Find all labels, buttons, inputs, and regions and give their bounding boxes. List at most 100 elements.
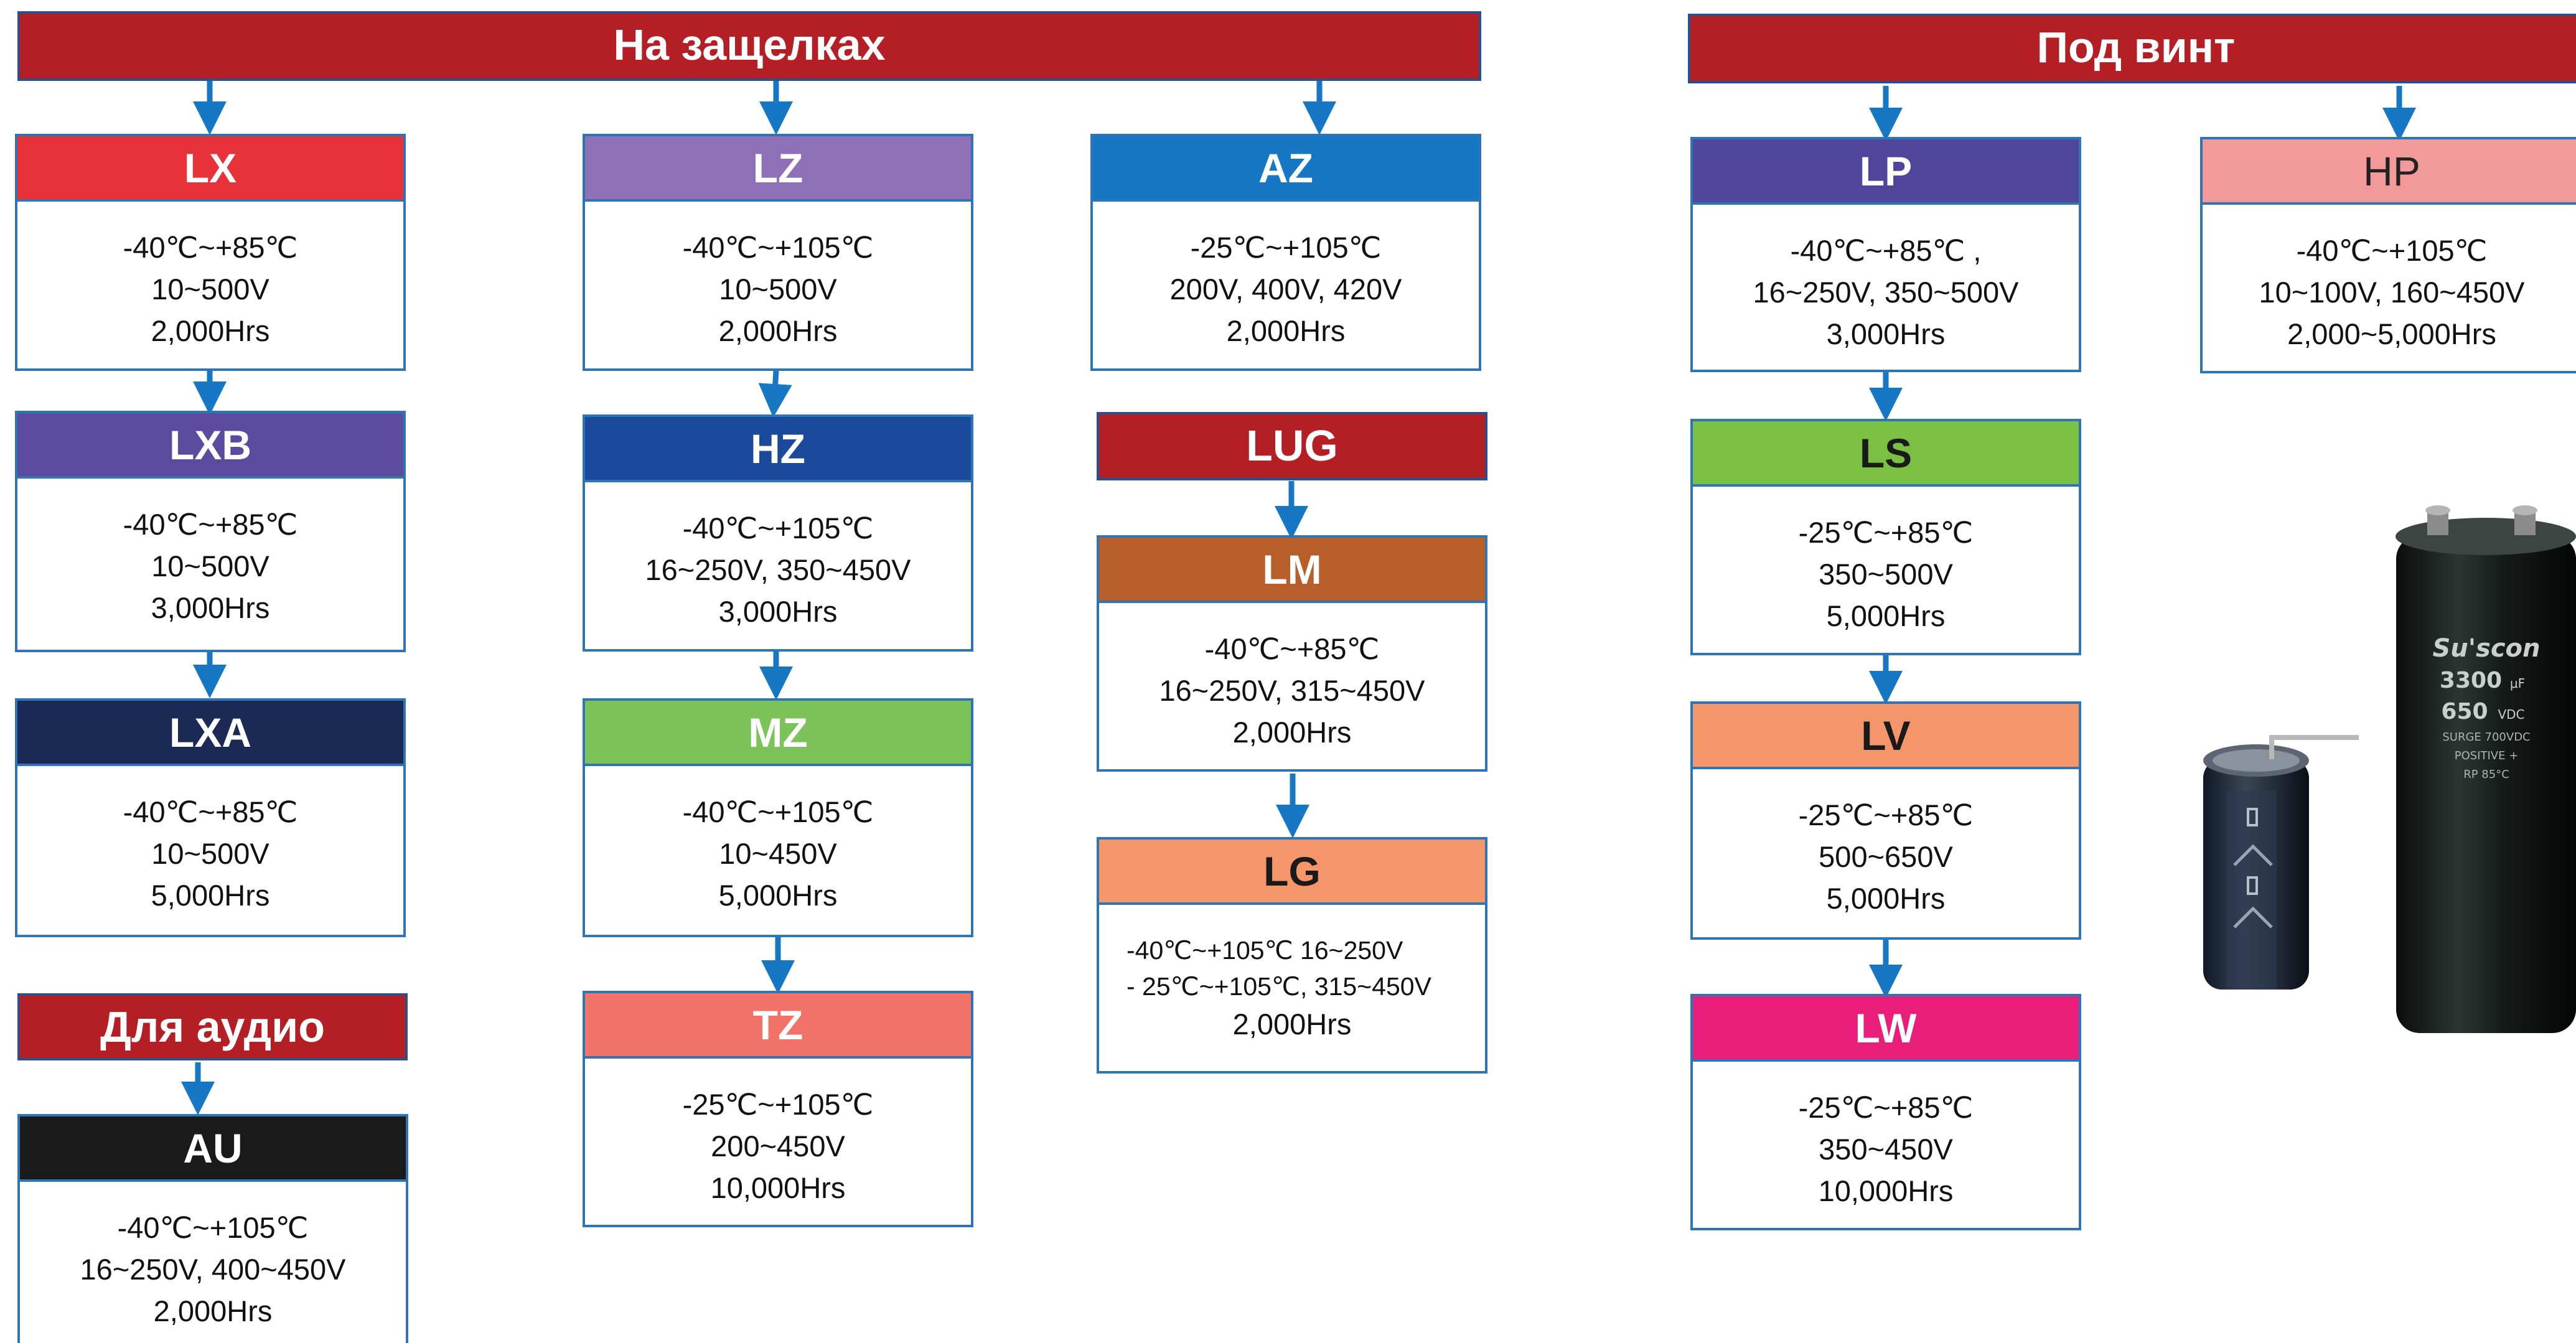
lifetime: 2,000Hrs [718,314,838,347]
lifetime: 2,000Hrs [1232,1008,1352,1041]
lifetime: 10,000Hrs [710,1171,846,1204]
voltage-range: 10~500V [151,837,269,870]
temp-range: -40℃~+105℃ [682,231,874,264]
temp-range: -40℃~+105℃ [2296,234,2488,267]
temp-range: -25℃~+105℃ [682,1088,874,1121]
capacitor-photo: Su'scon 3300 μF 650 VDC SURGE 700VDC POS… [2203,505,2576,1033]
photo-surge-text: SURGE 700VDC [2442,731,2530,744]
small-capacitor [2203,735,2359,990]
series-name: LXA [17,701,403,766]
series-card-hp: HP -40℃~+105℃ 10~100V, 160~450V 2,000~5,… [2200,137,2576,373]
photo-voltage-unit: VDC [2498,707,2524,722]
temp-voltage-range-1: -40℃~+105℃ 16~250V [1126,936,1403,965]
lifetime: 2,000Hrs [153,1294,273,1327]
series-name: LW [1693,996,2079,1062]
series-name: AZ [1093,136,1479,202]
series-specs: -40℃~+85℃ 10~500V 3,000Hrs [17,479,403,629]
series-name: LP [1693,139,2079,205]
series-card-lxa: LXA -40℃~+85℃ 10~500V 5,000Hrs [15,698,406,937]
series-specs: -40℃~+85℃ 10~500V 2,000Hrs [17,202,403,352]
series-specs: -40℃~+105℃ 16~250V, 350~450V 3,000Hrs [585,482,971,632]
voltage-range: 10~450V [719,837,837,870]
voltage-range: 16~250V, 350~500V [1753,276,2019,309]
lifetime: 3,000Hrs [718,595,838,628]
lifetime: 2,000Hrs [1232,716,1352,749]
series-card-hz: HZ -40℃~+105℃ 16~250V, 350~450V 3,000Hrs [583,414,973,652]
voltage-range: 500~650V [1819,840,1953,873]
series-name: HP [2203,139,2576,205]
group-banner-label: Для аудио [100,1003,325,1051]
series-specs: -25℃~+105℃ 200~450V 10,000Hrs [585,1059,971,1209]
lifetime: 5,000Hrs [1826,599,1946,632]
series-name: MZ [585,701,971,766]
temp-range: -40℃~+85℃ [123,795,298,828]
series-specs: -25℃~+85℃ 350~450V 10,000Hrs [1693,1062,2079,1212]
photo-temp-text: RP 85°C [2463,768,2509,781]
photo-voltage-text: 650 [2441,699,2488,724]
voltage-range: 16~250V, 350~450V [645,553,911,586]
series-card-az: AZ -25℃~+105℃ 200V, 400V, 420V 2,000Hrs [1090,134,1481,371]
lifetime: 2,000Hrs [151,314,270,347]
large-capacitor: Su'scon 3300 μF 650 VDC SURGE 700VDC POS… [2396,505,2576,1033]
temp-range: -40℃~+105℃ [682,512,874,545]
lifetime: 5,000Hrs [718,879,838,912]
arrow-lz-hz [758,370,792,418]
series-specs: -40℃~+105℃ 10~500V 2,000Hrs [585,202,971,352]
series-specs: -40℃~+105℃ 10~100V, 160~450V 2,000~5,000… [2203,205,2576,355]
lifetime: 3,000Hrs [151,591,270,624]
temp-range: -40℃~+85℃ [123,231,298,264]
series-card-lv: LV -25℃~+85℃ 500~650V 5,000Hrs [1690,701,2081,940]
series-specs: -40℃~+85℃ 16~250V, 315~450V 2,000Hrs [1099,603,1485,753]
series-card-lx: LX -40℃~+85℃ 10~500V 2,000Hrs [15,134,406,371]
series-specs: -40℃~+105℃ 16~250V - 25℃~+105℃, 315~450V… [1099,905,1485,1044]
voltage-range: 350~450V [1819,1133,1953,1166]
group-banner-label: LUG [1246,421,1338,470]
lifetime: 10,000Hrs [1818,1174,1954,1207]
temp-range: -40℃~+105℃ [682,795,874,828]
series-card-ls: LS -25℃~+85℃ 350~500V 5,000Hrs [1690,419,2081,655]
voltage-range: 350~500V [1819,558,1953,591]
voltage-range: 16~250V, 315~450V [1159,674,1425,707]
series-specs: -40℃~+105℃ 16~250V, 400~450V 2,000Hrs [20,1182,406,1332]
series-card-lz: LZ -40℃~+105℃ 10~500V 2,000Hrs [583,134,973,371]
series-name: LG [1099,840,1485,905]
voltage-range: 10~500V [151,550,269,583]
photo-brand-text: Su'scon [2432,634,2540,663]
series-name: LX [17,136,403,202]
temp-range: -40℃~+85℃ [1204,632,1380,665]
group-banner-lug: LUG [1097,412,1487,480]
series-card-tz: TZ -25℃~+105℃ 200~450V 10,000Hrs [583,991,973,1227]
group-banner-label: Под винт [2036,23,2236,72]
lifetime: 5,000Hrs [151,879,270,912]
temp-range: -40℃~+85℃ , [1790,234,1982,267]
photo-capacitance-unit: μF [2510,676,2525,691]
lifetime: 3,000Hrs [1826,317,1946,350]
series-specs: -25℃~+85℃ 350~500V 5,000Hrs [1693,487,2079,637]
voltage-range: 200V, 400V, 420V [1169,273,1402,306]
series-name: LXB [17,413,403,479]
series-specs: -40℃~+105℃ 10~450V 5,000Hrs [585,766,971,916]
series-card-lp: LP -40℃~+85℃ , 16~250V, 350~500V 3,000Hr… [1690,137,2081,372]
photo-polarity-text: POSITIVE + [2455,749,2519,762]
series-card-lg: LG -40℃~+105℃ 16~250V - 25℃~+105℃, 315~4… [1097,837,1487,1074]
group-banner-audio: Для аудио [17,993,408,1060]
series-name: LZ [585,136,971,202]
series-specs: -40℃~+85℃ 10~500V 5,000Hrs [17,766,403,916]
series-name: LM [1099,538,1485,603]
voltage-range: 10~500V [151,273,269,306]
series-card-au: AU -40℃~+105℃ 16~250V, 400~450V 2,000Hrs [17,1114,408,1343]
lifetime: 2,000Hrs [1226,314,1346,347]
series-specs: -25℃~+105℃ 200V, 400V, 420V 2,000Hrs [1093,202,1479,352]
series-name: LS [1693,421,2079,487]
lifetime: 5,000Hrs [1826,882,1946,915]
series-card-lxb: LXB -40℃~+85℃ 10~500V 3,000Hrs [15,411,406,652]
series-specs: -40℃~+85℃ , 16~250V, 350~500V 3,000Hrs [1693,205,2079,355]
series-name: LV [1693,704,2079,769]
series-specs: -25℃~+85℃ 500~650V 5,000Hrs [1693,769,2079,919]
voltage-range: 200~450V [711,1130,845,1163]
voltage-range: 10~100V, 160~450V [2259,276,2525,309]
temp-range: -25℃~+85℃ [1798,1091,1974,1124]
temp-range: -40℃~+105℃ [117,1211,309,1244]
series-name: HZ [585,417,971,482]
